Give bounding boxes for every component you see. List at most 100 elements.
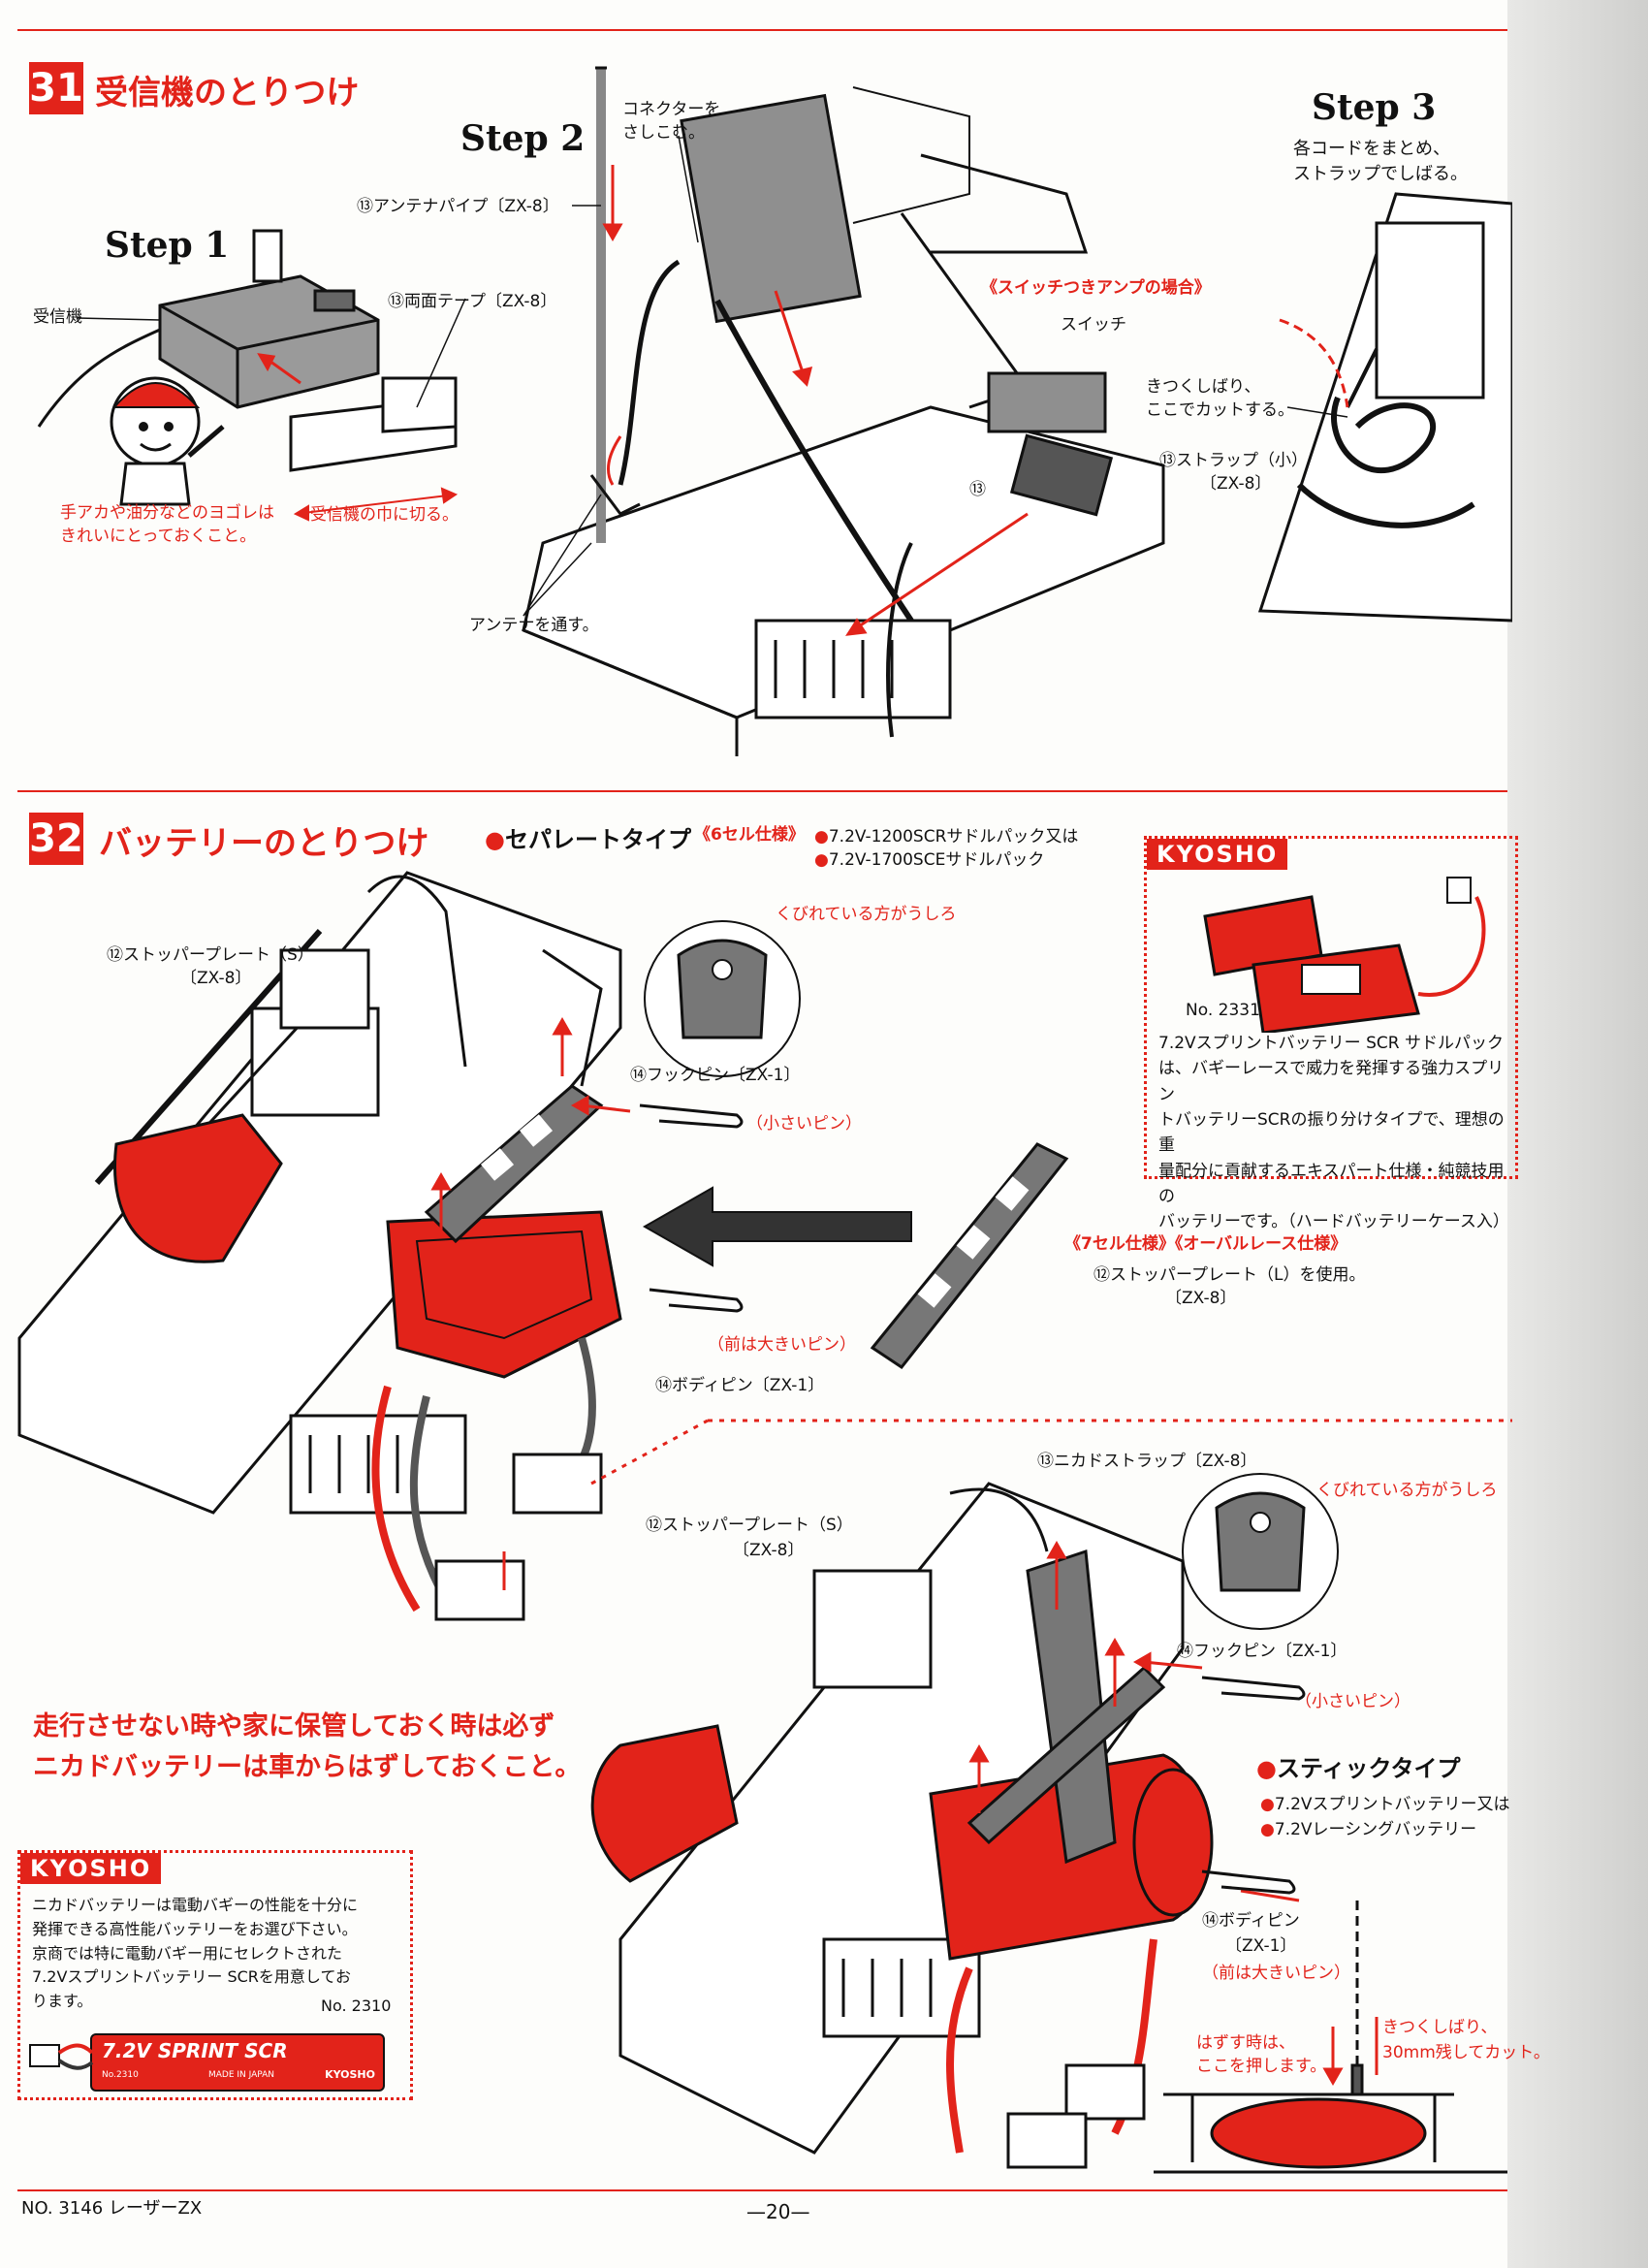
notch-detail-top (644, 920, 801, 1077)
receiver-drawing (37, 229, 458, 472)
clean-note-2: きれいにとっておくこと。 (60, 527, 257, 546)
tie-cut-note-2: ここでカットする。 (1146, 400, 1294, 420)
pack-made: MADE IN JAPAN (208, 2070, 275, 2080)
hook-pin-drawing (639, 1103, 744, 1129)
step2-arrows (602, 165, 1029, 636)
saddle-desc-line: は、バギーレースで威力を発揮する強力スプリン (1158, 1059, 1505, 1104)
section-32-number: 32 (29, 813, 83, 865)
pack-brand: KYOSHO (325, 2068, 375, 2081)
kyosho-sprint-battery-box: KYOSHO ニカドバッテリーは電動バギーの性能を十分に 発揮できる高性能バッテ… (17, 1850, 413, 2100)
strap-detail-drawing (1154, 1901, 1507, 2174)
warning-line-2: ニカドバッテリーは車からはずしておくこと。 (33, 1751, 582, 1782)
bullet-dot: ● (814, 827, 829, 847)
sprint-desc-line: ニカドバッテリーは電動バギーの性能を十分に (32, 1896, 359, 1914)
bullet-dot: ● (814, 850, 829, 870)
step3-cut-arc (1279, 318, 1349, 408)
bullet-dot: ● (1256, 1755, 1277, 1782)
saddle-pack-left (113, 1113, 622, 1621)
notch-detail-lower (1182, 1473, 1339, 1630)
sprint-battery-number: No. 2310 (321, 1996, 392, 2015)
separate-type-heading: ●セパレートタイプ (485, 820, 691, 854)
step3-label: Step 3 (1312, 87, 1437, 128)
cut-width-arrow (293, 487, 459, 522)
saddle-pack-number: No. 2331 (1186, 1001, 1260, 1020)
body-pin2-label-1: ⑭ボディピン (1202, 1911, 1300, 1931)
switch-label: スイッチ (1061, 315, 1126, 335)
sec32-illustration (17, 871, 1512, 2174)
stopper-plate-l-drawing (870, 1142, 1069, 1370)
stopper-l-label-2: 〔ZX-8〕 (1165, 1289, 1237, 1308)
clean-note-1: 手アカや油分などのヨゴレは (60, 503, 274, 523)
separate-item-1-text: 7.2V-1200SCRサドルパック又は (828, 827, 1079, 847)
top-rule (17, 29, 1530, 31)
bullet-dot: ● (1260, 1820, 1275, 1839)
big-arrow-drawing (642, 1186, 912, 1267)
separate-item-2: ●7.2V-1700SCEサドルパック (814, 846, 1044, 870)
sprint-desc-line: 発揮できる高性能バッテリーをお選び下さい。 (32, 1919, 358, 1938)
sec31-leaders (77, 135, 1348, 617)
footer-model: NO. 3146 レーザーZX (21, 2198, 203, 2219)
small-pin2-label: （小さいピン） (1295, 1692, 1410, 1711)
footer-page-number: —20— (746, 2200, 810, 2223)
bottom-rule (17, 2189, 1530, 2191)
page-edge-shadow (1507, 0, 1648, 2268)
kyosho-mascot-drawing (110, 376, 225, 506)
tape-number-label: ⑬ (969, 480, 986, 499)
hook-pin-lower-drawing (1201, 1676, 1306, 1701)
strap-small-label-1: ⑬ストラップ（小） (1159, 451, 1308, 470)
section-31-title: 受信機のとりつけ (95, 74, 360, 112)
saddle-pack-product-drawing (1203, 877, 1486, 1033)
upper-chassis-drawing (17, 871, 622, 1515)
notch-rear2-label: くびれている方がうしろ (1316, 1481, 1498, 1500)
strap-small-label-2: 〔ZX-8〕 (1200, 474, 1272, 494)
step2-label: Step 2 (460, 118, 586, 159)
antenna-pipe-label: ⑬アンテナパイプ〔ZX-8〕 (357, 197, 559, 216)
tie-cut-note-1: きつくしばり、 (1146, 377, 1261, 397)
remove-note-1: はずす時は、 (1196, 2033, 1295, 2053)
sprint-desc-line: 7.2Vスプリントバッテリー SCRを用意してお (32, 1967, 351, 1987)
kyosho-logo: KYOSHO (1147, 839, 1288, 870)
nicad-strap-label: ⑬ニカドストラップ〔ZX-8〕 (1037, 1452, 1257, 1471)
bullet-dot: ● (1260, 1795, 1275, 1814)
dotted-divider (590, 1419, 709, 1485)
saddle-desc-line: 7.2Vスプリントバッテリー SCR サドルパック (1158, 1034, 1504, 1053)
switch-amp-heading: 《スイッチつきアンプの場合》 (981, 278, 1211, 298)
stick-type-heading: ●スティックタイプ (1256, 1749, 1461, 1783)
section-31-number: 31 (29, 62, 83, 114)
stopper-s-label-2: 〔ZX-8〕 (180, 969, 252, 988)
body-pin-drawing (649, 1288, 744, 1313)
upper-red-arrows (430, 1016, 631, 1590)
stick-item-2-text: 7.2Vレーシングバッテリー (1274, 1820, 1477, 1839)
section-divider (17, 790, 1530, 792)
bullet-dot: ● (485, 826, 505, 853)
stick-pack-drawing (590, 1549, 1214, 2169)
cut-width-note: 受信機の巾に切る。 (310, 505, 459, 525)
tie2-note-2: 30mm残してカット。 (1382, 2043, 1550, 2062)
sprint-battery-pack: 7.2V SPRINT SCR KYOSHO No.2310 MADE IN J… (90, 2033, 385, 2092)
saddle-desc-line: トバッテリーSCRの振り分けタイプで、理想の重 (1158, 1110, 1505, 1156)
pack-label: 7.2V SPRINT SCR (102, 2039, 288, 2062)
stopper-s2-label-2: 〔ZX-8〕 (733, 1541, 805, 1560)
lower-red-arrows (968, 1540, 1300, 1902)
step2-chassis-drawing (522, 66, 1165, 756)
pack-number: No.2310 (102, 2070, 139, 2080)
section-32-title: バッテリーのとりつけ (99, 824, 429, 863)
saddle-desc-line: バッテリーです。（ハードバッテリーケース入） (1158, 1212, 1509, 1232)
body-pin-label: ⑭ボディピン〔ZX-1〕 (655, 1376, 825, 1395)
stick-item-1: ●7.2Vスプリントバッテリー又は (1260, 1790, 1510, 1814)
stopper-l-label-1: ⑫ストッパープレート（L）を使用。 (1093, 1265, 1366, 1285)
saddle-pack-description: 7.2Vスプリントバッテリー SCR サドルパック は、バギーレースで威力を発揮… (1158, 1031, 1515, 1235)
tie2-note-1: きつくしばり、 (1382, 2018, 1498, 2037)
stick-item-2: ●7.2Vレーシングバッテリー (1260, 1815, 1476, 1839)
sprint-battery-description: ニカドバッテリーは電動バギーの性能を十分に 発揮できる高性能バッテリーをお選び下… (32, 1894, 358, 2014)
remove-note-2: ここを押します。 (1196, 2057, 1327, 2076)
strap-detail-arrows (1322, 2017, 1379, 2087)
kyosho-saddle-pack-box: KYOSHO No. 2331 7.2Vスプリントバッテリー SCR サドルパッ… (1144, 836, 1518, 1231)
stopper-plate-s-drawing (424, 1084, 604, 1244)
front-big-pin2-label: （前は大きいピン） (1202, 1964, 1350, 1983)
body-pin2-label-2: 〔ZX-1〕 (1225, 1936, 1297, 1956)
step1-label: Step 1 (105, 225, 230, 266)
small-pin-label: （小さいピン） (746, 1114, 862, 1134)
kyosho-logo: KYOSHO (20, 1853, 162, 1884)
step3-note-2: ストラップでしばる。 (1293, 164, 1468, 184)
